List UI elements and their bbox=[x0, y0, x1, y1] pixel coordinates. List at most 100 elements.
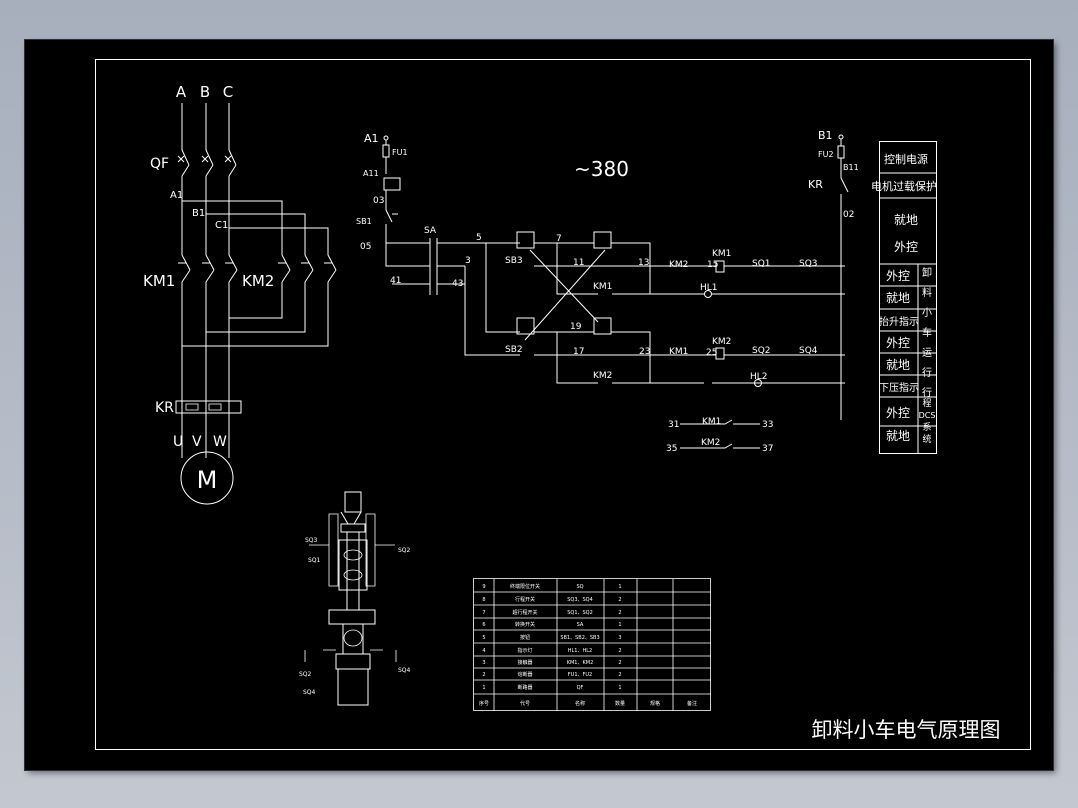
node-02: 02 bbox=[843, 210, 854, 220]
drawing-title: 卸料小车电气原理图 bbox=[812, 718, 1001, 742]
legend-side-2: 料 bbox=[922, 286, 932, 299]
mech-label-sq3: SQ3 bbox=[305, 537, 318, 544]
legend-row-1: 控制电源 bbox=[884, 152, 928, 166]
legend-row-4: 外控 bbox=[894, 240, 918, 254]
aux-33: 33 bbox=[762, 420, 773, 430]
kr-elements bbox=[185, 403, 222, 411]
parts-row-5-code: SB1、SB2、SB3 bbox=[560, 635, 599, 641]
sa-switch bbox=[429, 238, 438, 295]
phase-b-label: B bbox=[200, 83, 210, 101]
legend-side-10: 系 bbox=[922, 422, 931, 433]
reversing-wires bbox=[182, 282, 329, 347]
legend-side-1: 卸 bbox=[922, 266, 932, 279]
control-bus bbox=[437, 242, 520, 356]
lower-rung bbox=[534, 331, 845, 384]
km1-interlock-2: KM1 bbox=[669, 347, 688, 357]
parts-header-name: 名称 bbox=[575, 700, 585, 707]
km1-hold-label: KM1 bbox=[593, 282, 612, 292]
sb1-contact bbox=[385, 190, 430, 267]
km1-coil-label: KM1 bbox=[712, 249, 731, 259]
aux-31: 31 bbox=[668, 420, 679, 430]
left-bus bbox=[386, 242, 430, 285]
parts-row-6-no: 4 bbox=[482, 648, 485, 654]
parts-row-6-code: HL1、HL2 bbox=[568, 648, 592, 654]
mech-right-sq4: SQ4 bbox=[398, 667, 411, 674]
parts-row-5-name: 按钮 bbox=[520, 634, 530, 641]
sb3-box bbox=[516, 231, 535, 249]
km1-contacts bbox=[178, 254, 238, 283]
node-13: 13 bbox=[638, 258, 649, 268]
sq4-label: SQ4 bbox=[799, 346, 818, 356]
parts-row-2-no: 8 bbox=[482, 597, 485, 603]
km2-label: KM2 bbox=[242, 272, 274, 290]
legend-row-5: 外控 bbox=[886, 269, 910, 283]
parts-row-9-qty: 1 bbox=[618, 685, 621, 691]
fu1-label: FU1 bbox=[392, 148, 408, 157]
legend-side-4: 车 bbox=[922, 326, 932, 339]
node-05: 05 bbox=[360, 242, 371, 252]
sb1-label: SB1 bbox=[356, 217, 372, 226]
parts-row-7-no: 3 bbox=[482, 660, 485, 666]
kr-contact-label: KR bbox=[808, 178, 823, 191]
legend-side-7: 行 bbox=[922, 386, 932, 399]
qf-label: QF bbox=[150, 156, 169, 172]
fu2-fuse bbox=[837, 139, 849, 420]
legend-side-11: 统 bbox=[922, 433, 931, 445]
tap-b1-label: B1 bbox=[192, 208, 205, 219]
km2-hold-label: KM2 bbox=[593, 371, 612, 381]
aux-wires bbox=[680, 419, 760, 449]
terminal-w: W bbox=[213, 434, 227, 450]
mechanical-sketch: SQ3 SQ1 SQ2 SQ4 SQ2 SQ4 bbox=[299, 491, 411, 706]
legend-row-10: 下压指示 bbox=[879, 381, 919, 394]
legend-side-8: 程 bbox=[922, 398, 931, 409]
motor-symbol bbox=[180, 451, 234, 505]
upper-rung bbox=[534, 242, 845, 295]
hl2-lamp bbox=[754, 379, 762, 387]
parts-row-1-name: 终端限位开关 bbox=[510, 583, 540, 590]
parts-row-3-no: 7 bbox=[482, 610, 485, 616]
km2-coil bbox=[715, 347, 725, 360]
sq2-label: SQ2 bbox=[752, 346, 771, 356]
parts-header-note: 备注 bbox=[687, 700, 697, 707]
schematic-drawing: A B C QF A1 B1 C1 KM1 KM2 KR U V W M ~38… bbox=[95, 59, 1031, 750]
parts-row-1-qty: 1 bbox=[618, 584, 621, 590]
km2-coil-label: KM2 bbox=[712, 337, 731, 347]
sb2-box bbox=[516, 317, 535, 335]
aux-37: 37 bbox=[762, 444, 773, 454]
legend-row-9: 就地 bbox=[886, 358, 910, 372]
sb2-nc-box bbox=[593, 317, 612, 335]
contact-block bbox=[383, 177, 401, 191]
km1-label: KM1 bbox=[143, 272, 175, 290]
parts-row-2-name: 行程开关 bbox=[515, 596, 535, 603]
parts-row-7-qty: 2 bbox=[618, 660, 621, 666]
fu2-label: FU2 bbox=[818, 150, 834, 159]
hl2-label: HL2 bbox=[750, 372, 768, 382]
parts-row-8-code: FU1、FU2 bbox=[568, 672, 592, 678]
legend-row-7: 抬升指示 bbox=[879, 315, 919, 328]
mech-label-sq4: SQ4 bbox=[303, 689, 316, 696]
aux-35: 35 bbox=[666, 444, 677, 454]
node-b11: B11 bbox=[843, 163, 859, 172]
node-a1-terminal bbox=[383, 135, 389, 141]
parts-row-6-qty: 2 bbox=[618, 648, 621, 654]
parts-row-1-code: SQ bbox=[576, 584, 583, 590]
reversing-taps bbox=[182, 200, 329, 255]
node-17: 17 bbox=[573, 347, 584, 357]
node-11: 11 bbox=[573, 258, 584, 268]
parts-row-7-code: KM1、KM2 bbox=[567, 660, 594, 666]
sb3-nc-box bbox=[593, 231, 612, 249]
sq3-label: SQ3 bbox=[799, 259, 818, 269]
phase-lines bbox=[181, 103, 230, 458]
legend-side-3: 小 bbox=[922, 307, 932, 319]
cad-viewport[interactable]: A B C QF A1 B1 C1 KM1 KM2 KR U V W M ~38… bbox=[25, 40, 1053, 770]
voltage-label: ~380 bbox=[574, 157, 629, 181]
node-7: 7 bbox=[556, 234, 562, 244]
legend-row-8: 外控 bbox=[886, 336, 910, 350]
parts-row-2-code: SQ3、SQ4 bbox=[567, 597, 593, 603]
node-5: 5 bbox=[476, 233, 482, 243]
parts-row-3-code: SQ1、SQ2 bbox=[567, 610, 593, 616]
parts-row-1-no: 9 bbox=[482, 584, 485, 590]
kr-label: KR bbox=[155, 400, 174, 416]
aux-km2: KM2 bbox=[701, 438, 720, 448]
sb3-label: SB3 bbox=[505, 256, 523, 266]
